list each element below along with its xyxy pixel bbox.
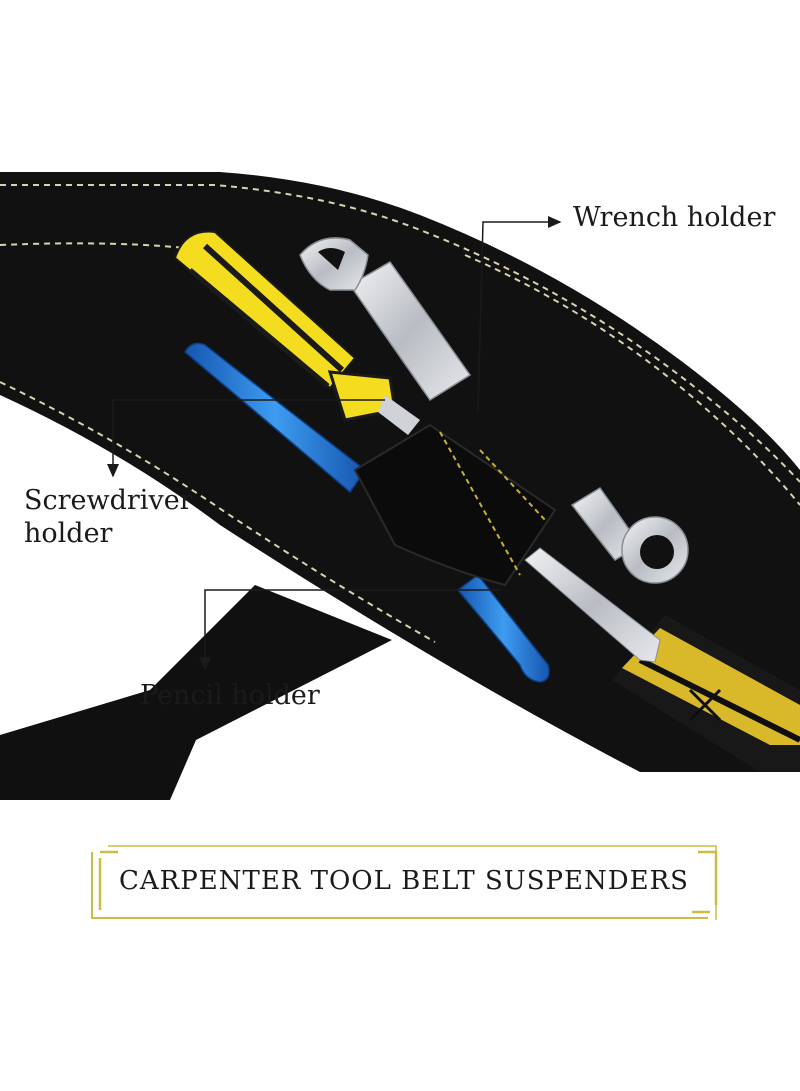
pocket-band [353, 423, 557, 587]
pencil-icon [184, 342, 550, 683]
belt-stitching-right [464, 254, 800, 506]
belt-stitching-top [0, 184, 800, 483]
yellow-strap-end [612, 615, 800, 772]
banner-frame [91, 845, 718, 920]
belt-stitching-bottom [0, 381, 436, 643]
banner-title: CARPENTER TOOL BELT SUSPENDERS [119, 866, 689, 896]
flat-screwdriver-shaft-icon [524, 547, 661, 663]
arrow-icon [107, 216, 562, 671]
wrench-icon [299, 237, 472, 402]
pocket-band-stitching [439, 431, 546, 576]
pencil-holder-label: Pencil holder [140, 680, 320, 711]
wrench-holder-label: Wrench holder [573, 202, 776, 233]
box-wrench-icon [570, 486, 689, 584]
belt-stitching-inner [0, 242, 206, 251]
screwdriver-icon [173, 230, 420, 435]
lower-strap [0, 585, 392, 800]
product-banner: CARPENTER TOOL BELT SUSPENDERS [92, 843, 716, 919]
screwdriver-holder-label: Screwdriver holder [24, 485, 193, 549]
